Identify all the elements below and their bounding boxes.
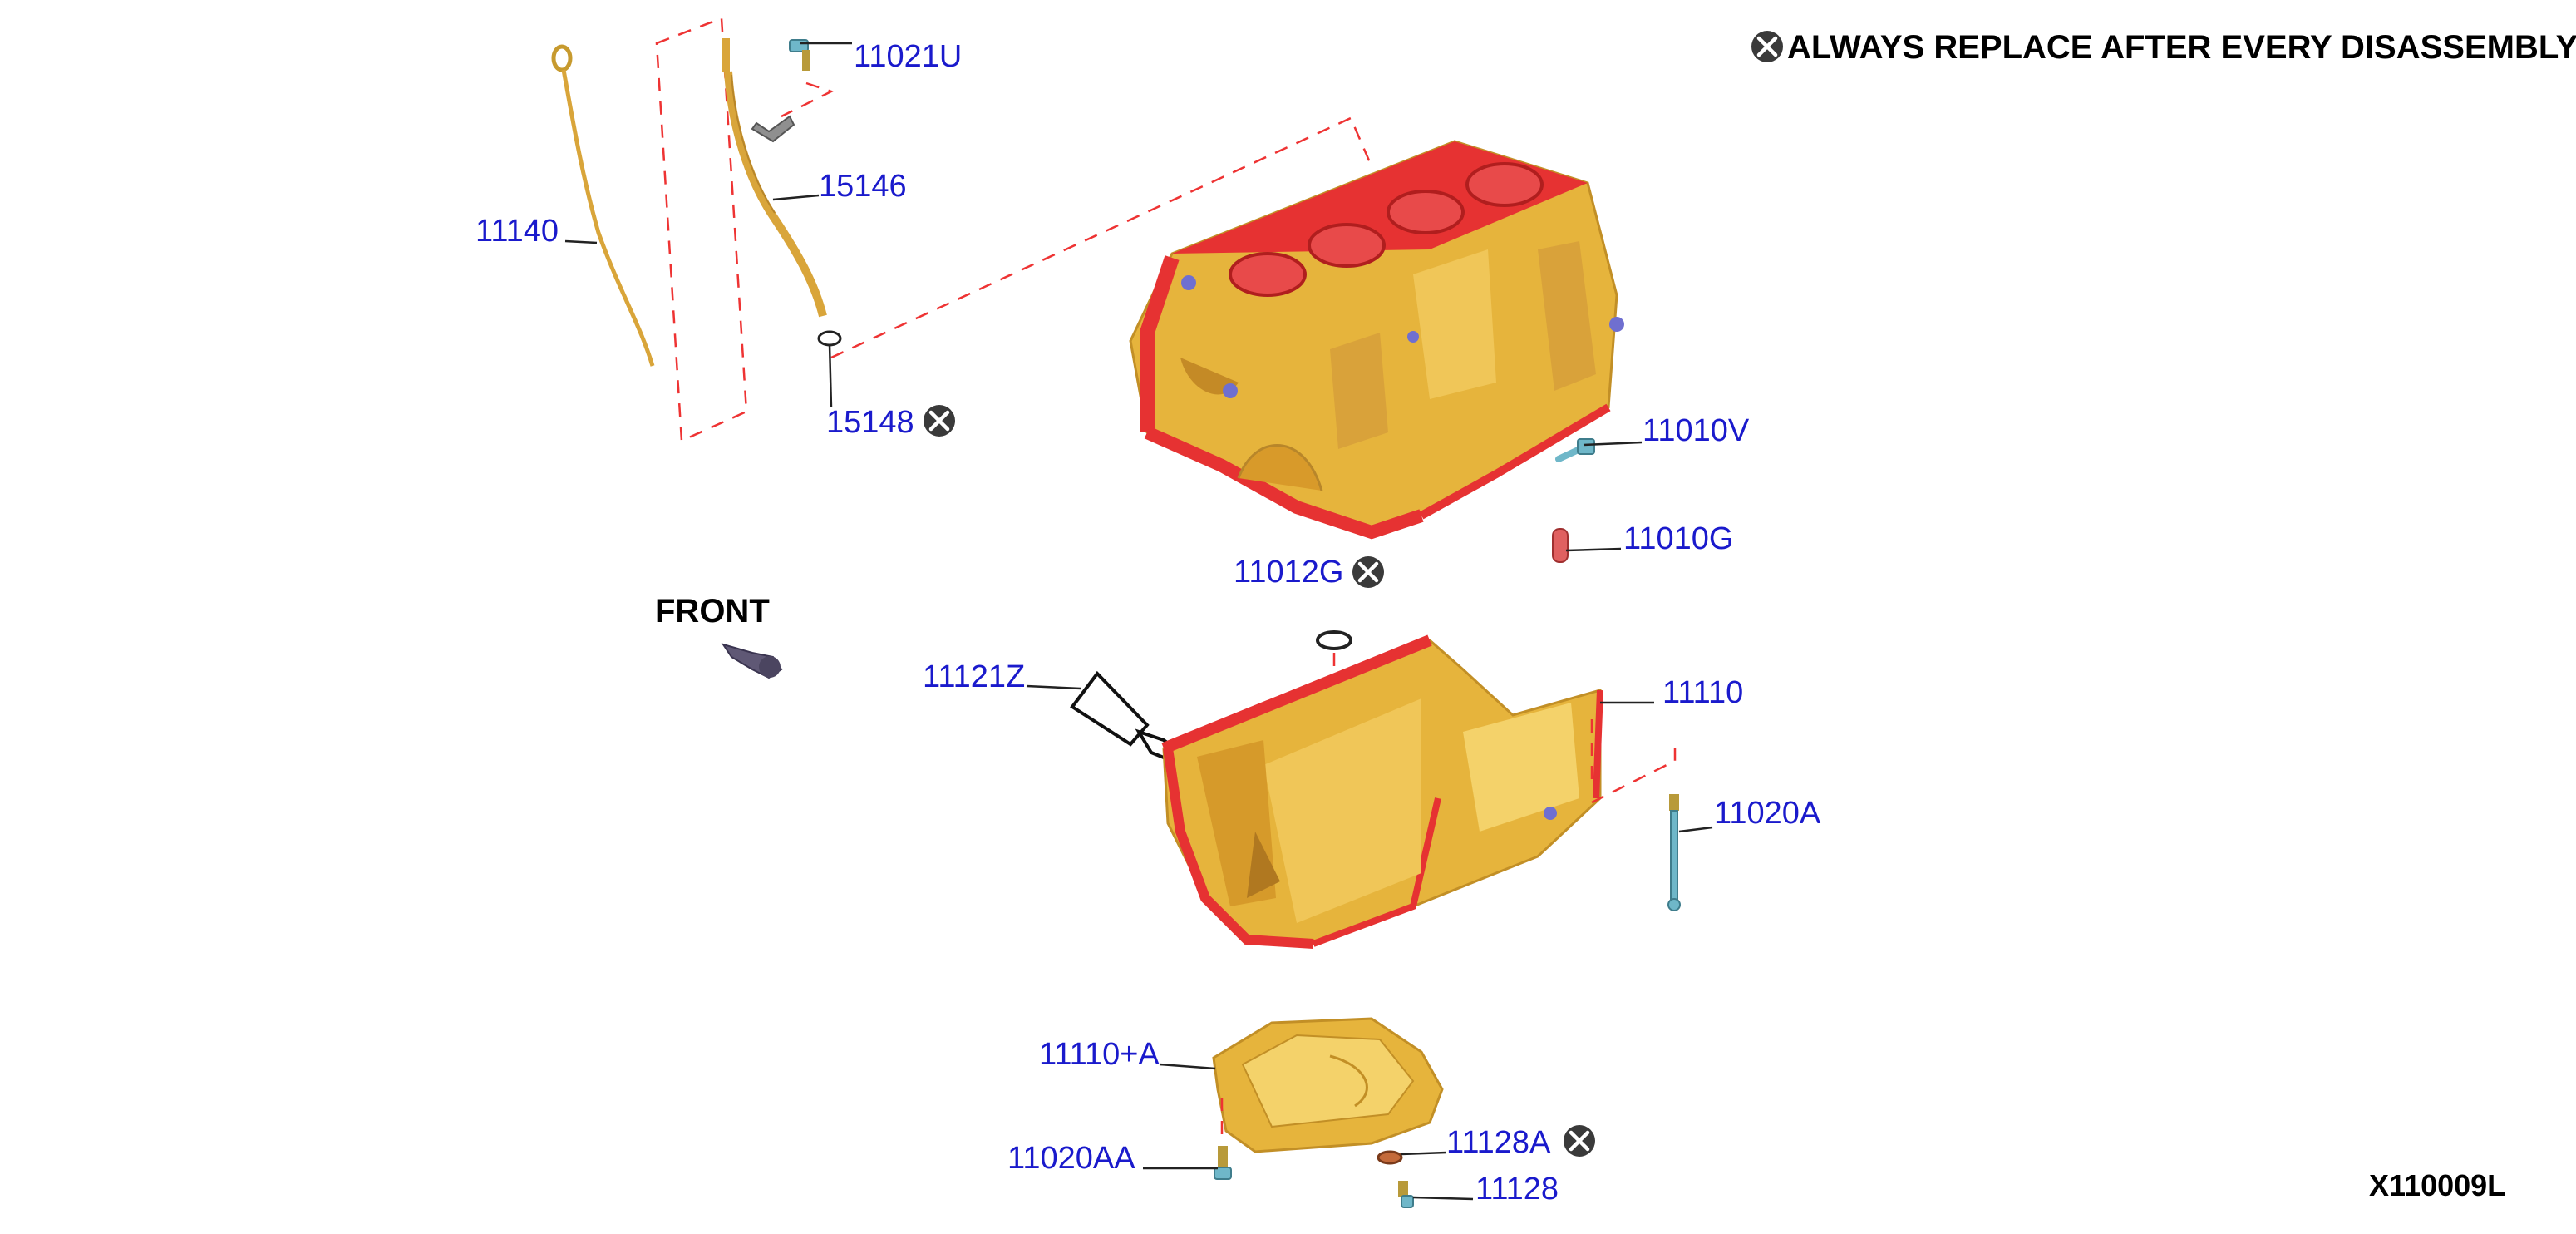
drain-plug-11128: [1398, 1181, 1414, 1208]
part-labels: 11021U 15146 11140 15148 11010V 11010G 1…: [475, 39, 1821, 1207]
block-align-line: [830, 116, 1373, 359]
part-label-11020A[interactable]: 11020A: [1714, 796, 1821, 831]
bolt-11010V: [1555, 438, 1595, 462]
front-indicator: FRONT: [655, 593, 783, 679]
part-label-11010V[interactable]: 11010V: [1643, 413, 1750, 448]
replace-mark-icon: [924, 405, 955, 437]
replace-note: ALWAYS REPLACE AFTER EVERY DISASSEMBLY: [1751, 29, 2576, 66]
dowel-pin-11010G: [1552, 528, 1569, 563]
replace-note-text: ALWAYS REPLACE AFTER EVERY DISASSEMBLY: [1787, 29, 2576, 66]
replace-mark-icon: [1352, 556, 1384, 588]
pan-bolt-align-line: [1590, 719, 1677, 804]
upper-oil-pan-11110: [1161, 634, 1603, 949]
replace-mark-icon: [1564, 1125, 1595, 1157]
front-label: FRONT: [655, 593, 770, 629]
part-label-11121Z[interactable]: 11121Z: [923, 659, 1025, 694]
bolt-11020AA: [1214, 1146, 1232, 1180]
bolt-align-line: [781, 81, 835, 118]
o-ring-11012G: [1316, 630, 1352, 650]
part-label-11110A[interactable]: 11110+A: [1039, 1037, 1160, 1072]
washer-11128A: [1377, 1150, 1403, 1165]
part-label-11020AA[interactable]: 11020AA: [1007, 1141, 1135, 1176]
part-label-11010G[interactable]: 11010G: [1623, 521, 1733, 556]
leader-lines: [564, 42, 1713, 1201]
part-label-15146[interactable]: 15146: [819, 169, 907, 204]
bolt-11020A: [1667, 794, 1681, 911]
oil-dipstick-11140: [551, 44, 655, 367]
part-label-11128[interactable]: 11128: [1475, 1172, 1559, 1207]
replace-mark-icon: [1751, 31, 1783, 62]
part-label-15148[interactable]: 15148: [826, 405, 914, 440]
cylinder-block: [1129, 140, 1624, 540]
bolt-11021U: [789, 39, 810, 71]
part-label-11140[interactable]: 11140: [475, 214, 559, 249]
part-label-11128A[interactable]: 11128A: [1446, 1125, 1551, 1160]
lower-oil-pan-11110A: [1212, 1017, 1444, 1153]
part-label-11110[interactable]: 11110: [1662, 675, 1743, 710]
diagram-code: X110009L: [2369, 1168, 2505, 1202]
part-label-11021U[interactable]: 11021U: [854, 39, 962, 74]
part-label-11012G[interactable]: 11012G: [1234, 555, 1343, 590]
